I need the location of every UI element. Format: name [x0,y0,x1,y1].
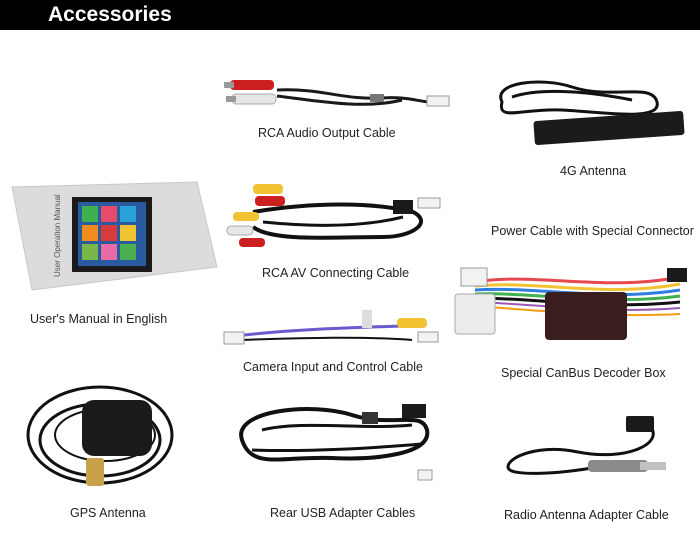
camera-cable-image [223,310,439,345]
manual-caption: User's Manual in English [30,312,168,326]
radio-adapter-image [506,416,666,475]
camera-cable-caption: Camera Input and Control Cable [243,360,423,374]
usb-cable-image [239,404,433,481]
header-bar: Accessories [0,0,700,30]
power-cable-image [454,267,687,340]
power-cable-caption: Power Cable with Special Connector [491,224,694,238]
gps-antenna-image [26,385,174,486]
manual-cover-text: User Operation Manual [53,194,62,277]
rca-av-caption: RCA AV Connecting Cable [262,266,410,280]
rca-audio-cable-image [224,80,450,107]
usb-cable-caption: Rear USB Adapter Cables [270,506,416,520]
canbus-caption: Special CanBus Decoder Box [501,366,666,380]
page-title: Accessories [48,3,172,26]
radio-adapter-caption: Radio Antenna Adapter Cable [504,508,669,522]
4g-antenna-caption: 4G Antenna [560,164,627,178]
gps-antenna-caption: GPS Antenna [70,506,146,520]
rca-audio-caption: RCA Audio Output Cable [258,126,396,140]
4g-antenna-image [499,80,685,146]
manual-image: User Operation Manual [11,181,218,291]
rca-av-cable-image [226,184,441,247]
